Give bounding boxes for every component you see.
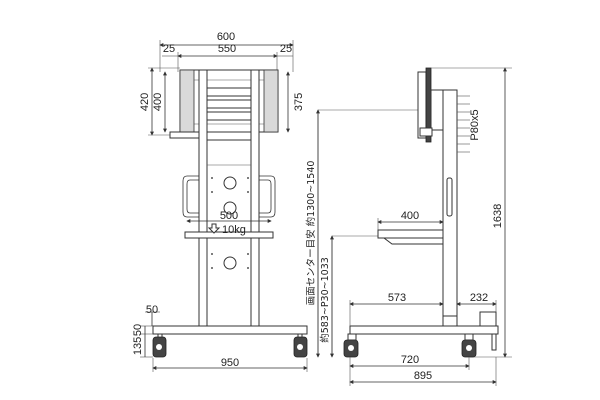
front-height-outer: 420 [139,93,151,111]
side-total-height: 1638 [492,204,504,228]
front-shelf-width: 500 [220,210,238,222]
side-column [442,89,470,329]
side-shelf-height-label: 約583~P30~1033 [319,257,331,343]
side-shelf [377,218,444,245]
front-base-dimensions [140,311,308,372]
front-width-inner: 550 [218,43,236,55]
side-total-depth: 895 [414,370,432,382]
front-handles [182,175,276,218]
front-view: 600 550 25 25 420 400 375 [132,31,308,372]
side-base-depth-a: 573 [388,292,406,304]
vesa-mount [169,69,279,139]
front-base-width: 950 [221,357,239,369]
side-shelf-depth: 400 [401,210,419,222]
side-base-dimensions [349,300,497,386]
side-monitor-bracket [417,67,444,143]
front-caster-height-b: 50 [132,324,144,336]
front-width-total: 600 [217,31,235,43]
side-center-height-label: 画面センター目安 約1300~1540 [305,161,317,306]
front-height-inner: 400 [152,93,164,111]
front-base [152,325,308,358]
front-margin-left: 25 [163,43,175,55]
side-caster-span: 720 [401,354,419,366]
front-shelf [184,219,274,239]
side-pitch-label: P80x5 [469,109,481,140]
front-foot-height: 50 [146,304,158,316]
front-shelf-load: 10kg [222,224,246,236]
front-top-dimensions [159,40,294,72]
front-caster-height-a: 135 [132,337,144,355]
side-base-depth-b: 232 [470,292,488,304]
side-view: 画面センター目安 約1300~1540 約583~P30~1033 P80x5 [305,67,512,386]
front-margin-right: 25 [280,43,292,55]
front-mount-height: 375 [293,93,305,111]
side-base [343,311,499,358]
